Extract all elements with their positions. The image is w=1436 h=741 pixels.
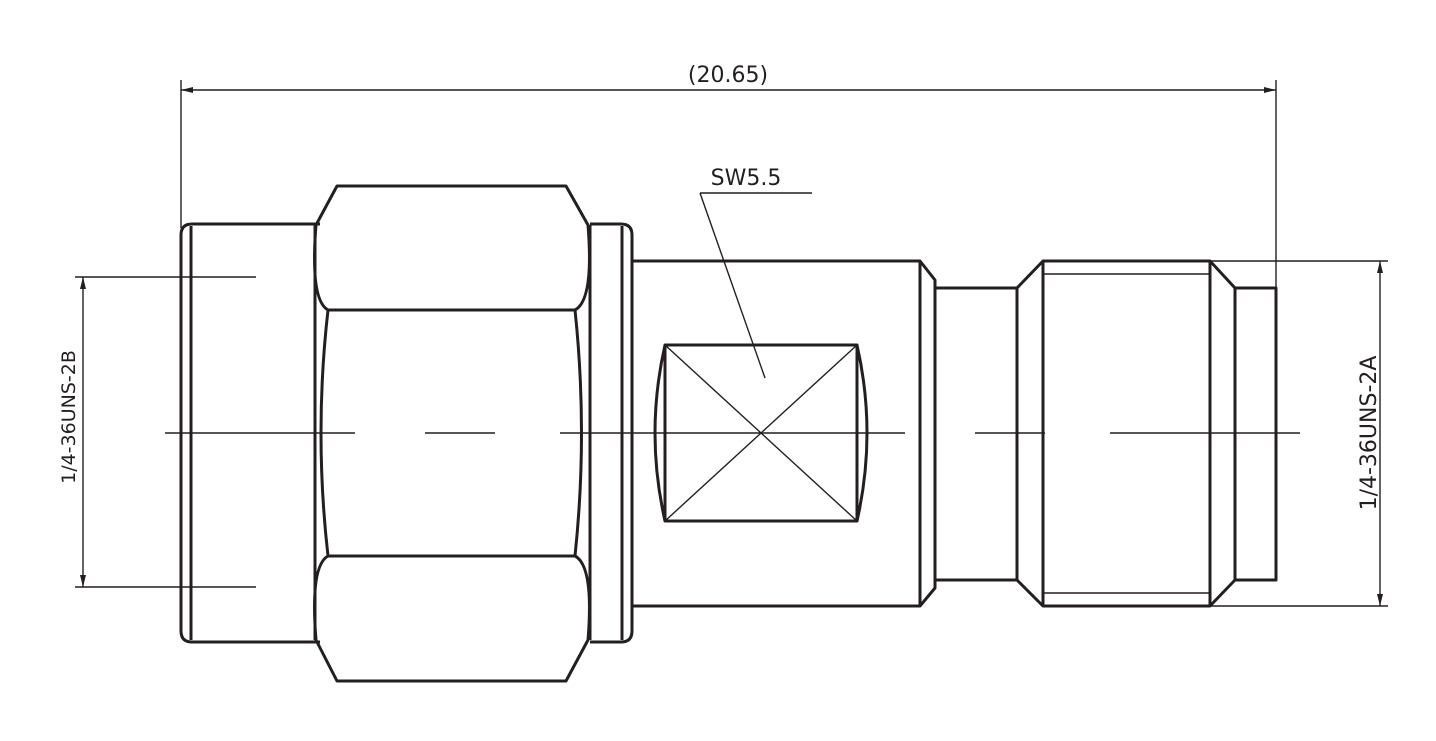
neck: [935, 286, 1017, 582]
left-thread-label: 1/4-36UNS-2B: [58, 350, 80, 484]
left-thread-dimension: 1/4-36UNS-2B: [58, 276, 256, 588]
wrench-flat-label: SW5.5: [711, 166, 782, 191]
right-thread-label: 1/4-36UNS-2A: [1357, 356, 1382, 511]
wrench-flat-callout: SW5.5: [699, 166, 812, 379]
right-thread-dimension: 1/4-36UNS-2A: [1210, 260, 1388, 607]
overall-length-dimension: (20.65): [180, 63, 1277, 290]
overall-length-label: (20.65): [688, 63, 768, 88]
